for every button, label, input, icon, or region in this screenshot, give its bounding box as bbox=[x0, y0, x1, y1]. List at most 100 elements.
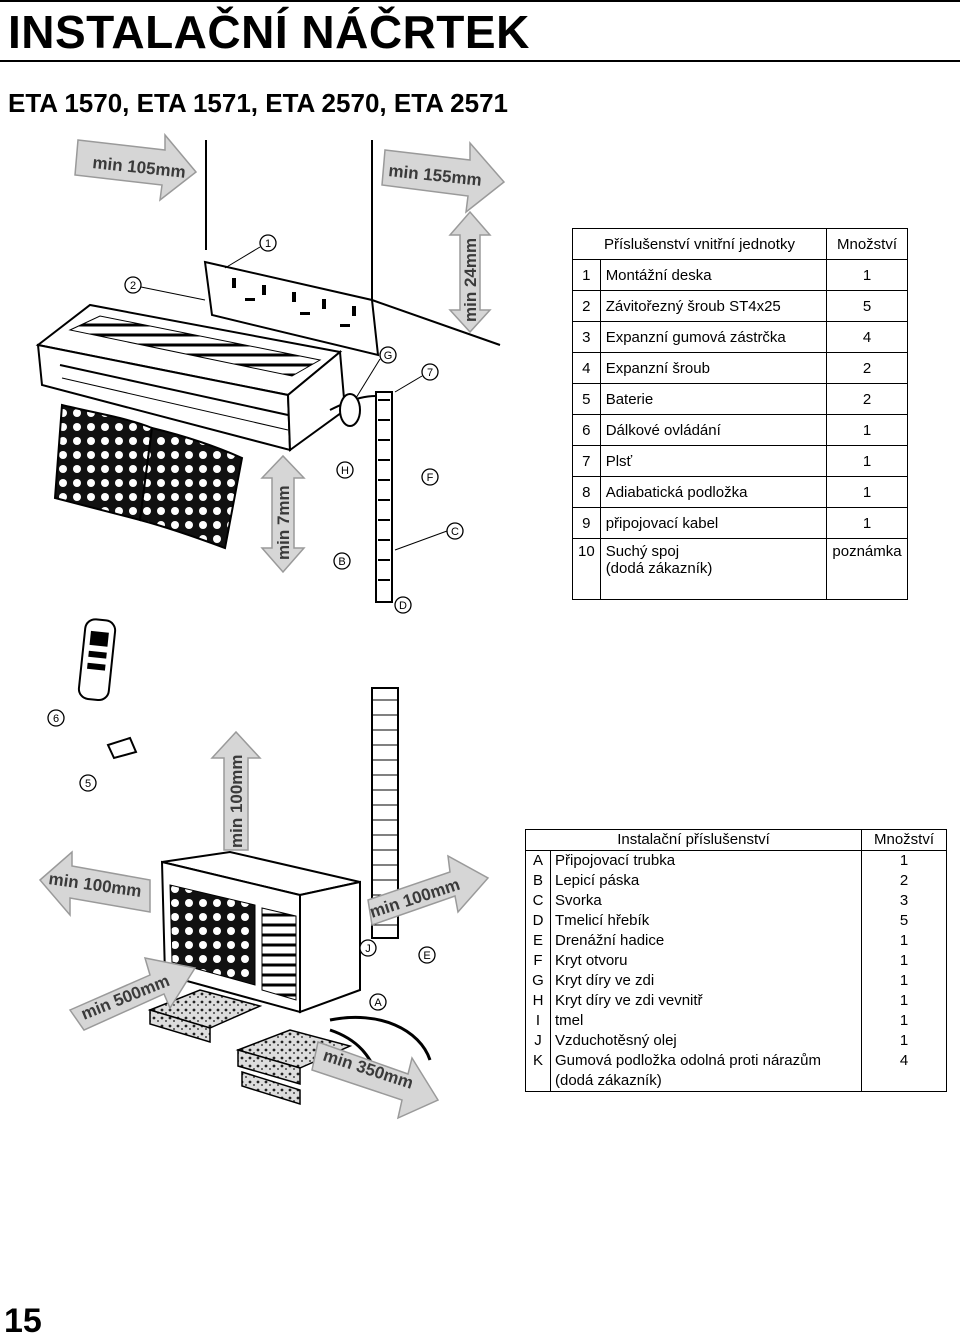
item-qty: poznámka bbox=[826, 538, 908, 600]
item-name: tmel bbox=[550, 1011, 862, 1031]
item-qty: 3 bbox=[861, 891, 947, 911]
arrow-vertical-bottom bbox=[260, 454, 306, 574]
item-name: Kryt díry ve zdi bbox=[550, 971, 862, 991]
item-name: Suchý spoj(dodá zákazník) bbox=[599, 538, 828, 600]
item-qty: 5 bbox=[861, 911, 947, 931]
item-name-note: (dodá zákazník) bbox=[555, 1072, 662, 1089]
table-header-row: Příslušenství vnitřní jednotky Množství bbox=[572, 228, 908, 260]
table-row: 10 Suchý spoj(dodá zákazník) poznámka bbox=[572, 538, 908, 600]
indoor-header-qty: Množství bbox=[826, 228, 908, 260]
battery-part bbox=[106, 736, 138, 760]
ceiling-line bbox=[371, 299, 501, 346]
item-name: připojovací kabel bbox=[599, 507, 828, 539]
item-name: Montážní deska bbox=[599, 259, 828, 291]
arrow-vertical-top bbox=[448, 210, 492, 334]
remote-control bbox=[77, 618, 117, 702]
row-number: 10 bbox=[572, 538, 601, 600]
indoor-accessories-table: Příslušenství vnitřní jednotky Množství … bbox=[572, 228, 908, 600]
item-qty: 1 bbox=[826, 507, 908, 539]
item-qty: 1 bbox=[861, 951, 947, 971]
clearance-label-outdoor-top: min 100mm bbox=[227, 754, 246, 848]
item-name: Kryt otvoru bbox=[550, 951, 862, 971]
item-name: Připojovací trubka bbox=[550, 850, 862, 871]
callout-D: D bbox=[399, 600, 407, 612]
clearance-label-bottom-vertical: min 7mm bbox=[274, 485, 293, 560]
air-filters bbox=[53, 403, 244, 550]
item-qty: 2 bbox=[861, 871, 947, 891]
callout-E: E bbox=[423, 950, 430, 962]
callout-C: C bbox=[451, 526, 459, 538]
page-number: 15 bbox=[4, 1302, 42, 1340]
row-number: 6 bbox=[572, 414, 601, 446]
item-name-note: (dodá zákazník) bbox=[605, 560, 713, 577]
row-letter: H bbox=[525, 991, 551, 1011]
row-letter: A bbox=[525, 850, 551, 871]
item-name: Drenážní hadice bbox=[550, 931, 862, 951]
item-name: Tmelicí hřebík bbox=[550, 911, 862, 931]
callout-letters: 1 2 G 7 H F C B D 6 5 J E A bbox=[53, 238, 459, 1009]
item-name: Expanzní gumová zástrčka bbox=[599, 321, 828, 353]
row-number: 2 bbox=[572, 290, 601, 322]
title-bar: INSTALAČNÍ NÁČRTEK bbox=[0, 0, 960, 62]
callout-J: J bbox=[365, 943, 371, 955]
item-qty: 1 bbox=[861, 971, 947, 991]
model-list: ETA 1570, ETA 1571, ETA 2570, ETA 2571 bbox=[8, 88, 509, 118]
item-qty: 1 bbox=[861, 1031, 947, 1051]
callout-H: H bbox=[341, 465, 349, 477]
item-name: Plsť bbox=[599, 445, 828, 477]
callout-5: 5 bbox=[85, 778, 91, 790]
item-qty: 4 bbox=[826, 321, 908, 353]
arrow-outdoor-top bbox=[210, 730, 262, 851]
row-letter: G bbox=[525, 971, 551, 991]
row-number: 5 bbox=[572, 383, 601, 415]
item-qty: 1 bbox=[861, 850, 947, 871]
indoor-header-item: Příslušenství vnitřní jednotky bbox=[572, 228, 827, 260]
row-letter: F bbox=[525, 951, 551, 971]
item-name: Lepicí páska bbox=[550, 871, 862, 891]
callout-F: F bbox=[427, 472, 434, 484]
item-qty: 1 bbox=[861, 931, 947, 951]
arrow-left-top bbox=[74, 132, 198, 202]
arrow-outdoor-front bbox=[68, 957, 197, 1031]
callout-markers bbox=[47, 234, 464, 1011]
item-name: Gumová podložka odolná proti nárazům (dod… bbox=[550, 1051, 862, 1092]
item-qty: 1 bbox=[826, 476, 908, 508]
item-qty: 1 bbox=[826, 414, 908, 446]
outdoor-header-qty: Množství bbox=[861, 829, 947, 851]
row-number: 1 bbox=[572, 259, 601, 291]
arrow-outdoor-left bbox=[38, 850, 151, 918]
row-letter: C bbox=[525, 891, 551, 911]
item-qty: 5 bbox=[826, 290, 908, 322]
row-letter: J bbox=[525, 1031, 551, 1051]
item-name: Dálkové ovládání bbox=[599, 414, 828, 446]
row-number: 7 bbox=[572, 445, 601, 477]
arrow-outdoor-bottom bbox=[311, 1041, 440, 1120]
item-name: Kryt díry ve zdi vevnitř bbox=[550, 991, 862, 1011]
table-row: K Gumová podložka odolná proti nárazům(d… bbox=[525, 1051, 947, 1092]
foundation-blocks bbox=[147, 989, 353, 1106]
item-name-line: Gumová podložka odolná proti nárazům bbox=[555, 1052, 821, 1069]
item-name: Vzduchotěsný olej bbox=[550, 1031, 862, 1051]
clearance-label-top-vertical: min 24mm bbox=[461, 238, 480, 322]
item-qty: 2 bbox=[826, 383, 908, 415]
item-qty: 1 bbox=[826, 445, 908, 477]
row-letter: I bbox=[525, 1011, 551, 1031]
item-qty: 2 bbox=[826, 352, 908, 384]
row-number: 4 bbox=[572, 352, 601, 384]
item-name: Baterie bbox=[599, 383, 828, 415]
